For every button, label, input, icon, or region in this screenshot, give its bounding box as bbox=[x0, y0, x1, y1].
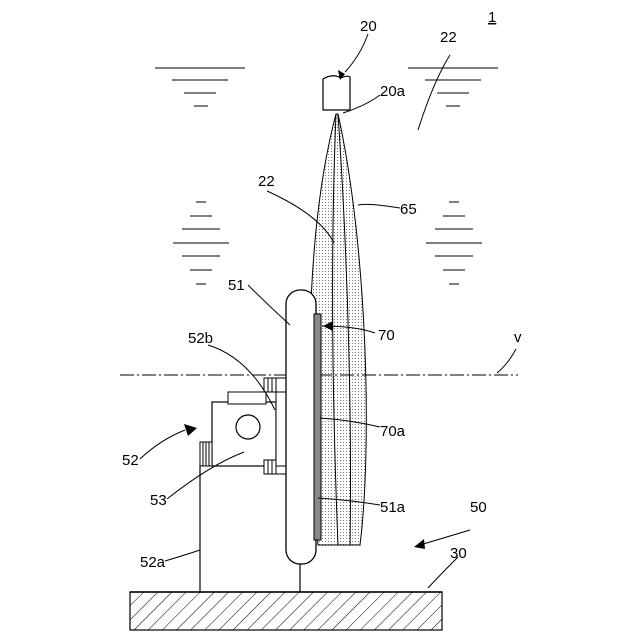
support-post bbox=[200, 466, 300, 592]
liquid-marks-upper-right bbox=[408, 68, 498, 106]
label-post: 52a bbox=[140, 554, 166, 571]
label-bracket: 52 bbox=[122, 452, 139, 469]
film bbox=[314, 314, 321, 540]
label-fig-number: 1 bbox=[488, 9, 496, 26]
label-pivot: 53 bbox=[150, 492, 167, 509]
liquid-marks-mid-right bbox=[426, 202, 482, 284]
label-holder: 50 bbox=[470, 499, 487, 516]
plate bbox=[286, 290, 316, 564]
label-nozzle-tip: 20a bbox=[380, 83, 406, 100]
label-film: 70 bbox=[378, 327, 395, 344]
label-liquid-top: 22 bbox=[440, 29, 457, 46]
label-bracket-top: 52b bbox=[188, 330, 213, 347]
liquid-marks-upper-left bbox=[155, 68, 245, 106]
label-axis: v bbox=[514, 329, 522, 346]
label-base: 30 bbox=[450, 545, 467, 562]
label-film-face: 70a bbox=[380, 423, 406, 440]
label-liquid-mid: 22 bbox=[258, 173, 275, 190]
base-block bbox=[130, 592, 442, 630]
liquid-marks-mid-left bbox=[173, 202, 229, 284]
label-plate: 51 bbox=[228, 277, 245, 294]
nozzle bbox=[323, 76, 350, 110]
label-nozzle: 20 bbox=[360, 18, 377, 35]
pivot-circle bbox=[236, 415, 260, 439]
label-spray: 65 bbox=[400, 201, 417, 218]
label-plate-front: 51a bbox=[380, 499, 406, 516]
